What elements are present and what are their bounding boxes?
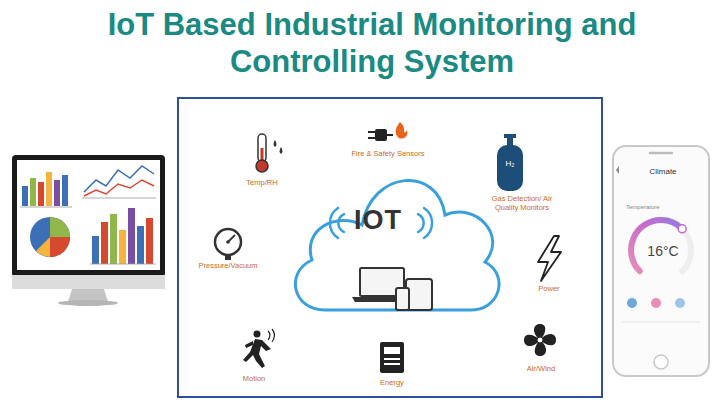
cloud-shape <box>295 180 499 310</box>
thermometer-mercury <box>261 148 264 164</box>
chart-line <box>84 166 154 192</box>
cloud-label: IOT <box>338 206 418 235</box>
chart-bar <box>46 172 52 206</box>
power-icon <box>538 236 561 281</box>
sensor-label: Gas Detection/ Air Quality Monitors <box>480 194 564 212</box>
sensor-label: Motion <box>229 374 279 383</box>
chart-bar <box>92 236 99 264</box>
chart-bar <box>137 226 144 264</box>
gauge-dial <box>215 229 241 255</box>
screen-caption: Temperature <box>626 203 696 211</box>
chart-bar <box>128 208 135 264</box>
meter-display <box>384 347 400 354</box>
chart-bar <box>101 222 108 264</box>
gas-cylinder-icon <box>497 134 523 191</box>
sensor-label: Temp/RH <box>232 178 292 187</box>
pressure-gauge-icon <box>215 229 241 260</box>
figure-head <box>254 331 261 338</box>
motion-icon <box>243 329 275 368</box>
fan-hub <box>537 337 543 343</box>
sensor-label: Air/Wind <box>511 364 571 373</box>
plug-cable <box>387 134 393 136</box>
gauge-hub <box>226 240 230 244</box>
screen-title: Climate <box>614 167 712 177</box>
gauge-needle <box>228 235 235 242</box>
fire-sensor-icon <box>368 122 407 141</box>
cylinder-neck <box>507 138 513 147</box>
pie-chart <box>30 217 70 257</box>
motion-wave <box>272 329 275 342</box>
fan-blade <box>534 324 545 340</box>
chart-axis <box>82 198 156 199</box>
phone-node: ClimateTemperature 16°C <box>612 145 710 377</box>
monitor-stand <box>68 289 108 302</box>
fan-blade <box>535 340 546 356</box>
chart-bar <box>22 186 28 206</box>
chart-bar <box>54 180 60 206</box>
energy-meter-icon <box>380 342 404 373</box>
plug-prong <box>368 131 375 133</box>
water-drop <box>280 147 283 154</box>
fan-blade <box>524 335 540 346</box>
monitor-screen <box>17 160 160 270</box>
sensor-label: Pressure/Vacuum <box>188 261 268 270</box>
temperature-value: 16°C <box>614 243 712 259</box>
fan-icon <box>524 324 556 356</box>
plug-prong <box>368 137 375 139</box>
chart-axis <box>90 264 156 265</box>
chart-bar <box>119 230 126 264</box>
chart-axis <box>20 207 72 208</box>
pie-slice <box>50 217 70 237</box>
cylinder-valve <box>504 134 516 138</box>
sensor-label: Fire & Safety Sensors <box>333 149 443 158</box>
meter-line <box>384 363 400 365</box>
figure-arm <box>245 341 253 348</box>
motion-wave <box>268 331 270 340</box>
meter-body <box>380 342 404 373</box>
chart-line <box>84 180 154 196</box>
thermometer-tube <box>258 134 266 162</box>
monitor-bezel <box>12 155 165 277</box>
chart-bar <box>62 175 68 206</box>
monitor-illustration <box>12 155 165 306</box>
chart-bar <box>30 178 36 206</box>
sensor-label: Energy <box>367 378 417 387</box>
title-heading: IoT Based Industrial Monitoring and Cont… <box>62 6 682 80</box>
meter-line <box>384 358 400 360</box>
flame-symbol <box>396 122 408 139</box>
thermometer-bulb <box>256 160 268 172</box>
figure-body <box>243 339 271 368</box>
pie-slice <box>50 237 70 257</box>
monitor-base <box>58 300 118 306</box>
chart-bar <box>146 218 153 264</box>
plug-body <box>375 129 387 141</box>
gauge-stem <box>225 255 231 260</box>
cloud-node: IOT <box>280 160 508 335</box>
cylinder-body <box>497 145 523 191</box>
frame-box <box>178 98 602 397</box>
monitor-chin <box>12 275 165 289</box>
pie-slice <box>36 237 50 257</box>
fan-blade <box>540 334 556 345</box>
water-drop <box>274 140 277 147</box>
chart-bar <box>110 214 117 264</box>
sensor-label: Power <box>524 284 574 293</box>
cloud-outline <box>280 160 508 335</box>
thermometer-icon <box>256 134 283 172</box>
chart-bar <box>38 182 44 206</box>
gas-formula-label: H₂ <box>498 159 522 169</box>
